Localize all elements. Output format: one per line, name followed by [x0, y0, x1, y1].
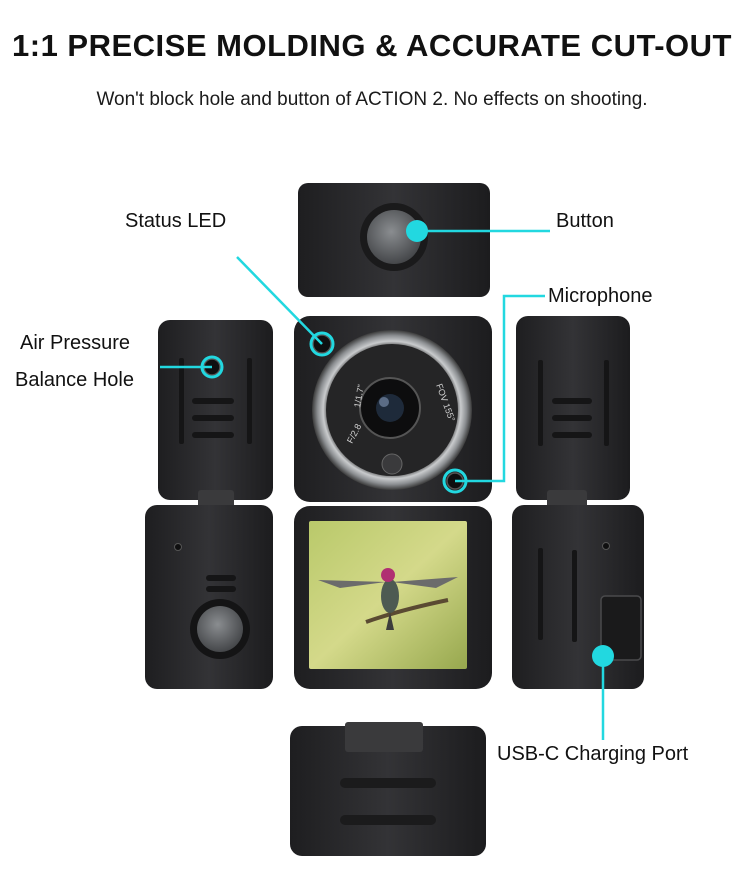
hummingbird-image [318, 568, 458, 630]
screen-module [294, 506, 492, 689]
usb-c-label: USB-C Charging Port [497, 743, 689, 765]
callout-lines [160, 229, 605, 740]
top-button-cutout [367, 210, 421, 264]
headline: 1:1 PRECISE MOLDING & ACCURATE CUT-OUT [12, 28, 732, 63]
subheadline: Won't block hole and button of ACTION 2.… [96, 89, 648, 110]
air-pressure-label-line2: Balance Hole [15, 369, 134, 391]
left-upper-piece [158, 320, 273, 516]
bottom-cover-piece [290, 722, 486, 856]
air-pressure-label-line1: Air Pressure [20, 332, 131, 354]
button-label: Button [556, 210, 614, 232]
right-upper-piece [516, 316, 630, 516]
sensor-label: 1/1.7" [352, 384, 366, 409]
top-cover-piece [298, 183, 490, 297]
left-lower-piece [145, 505, 273, 689]
side-button-cutout [197, 606, 243, 652]
status-led-label: Status LED [125, 210, 227, 232]
microphone-label: Microphone [548, 285, 653, 307]
usb-c-port-flap [600, 595, 642, 661]
right-lower-piece [512, 505, 644, 689]
callout-dots [200, 220, 614, 667]
camera-body: F/2.8 1/1.7" FOV 155° [294, 316, 492, 502]
